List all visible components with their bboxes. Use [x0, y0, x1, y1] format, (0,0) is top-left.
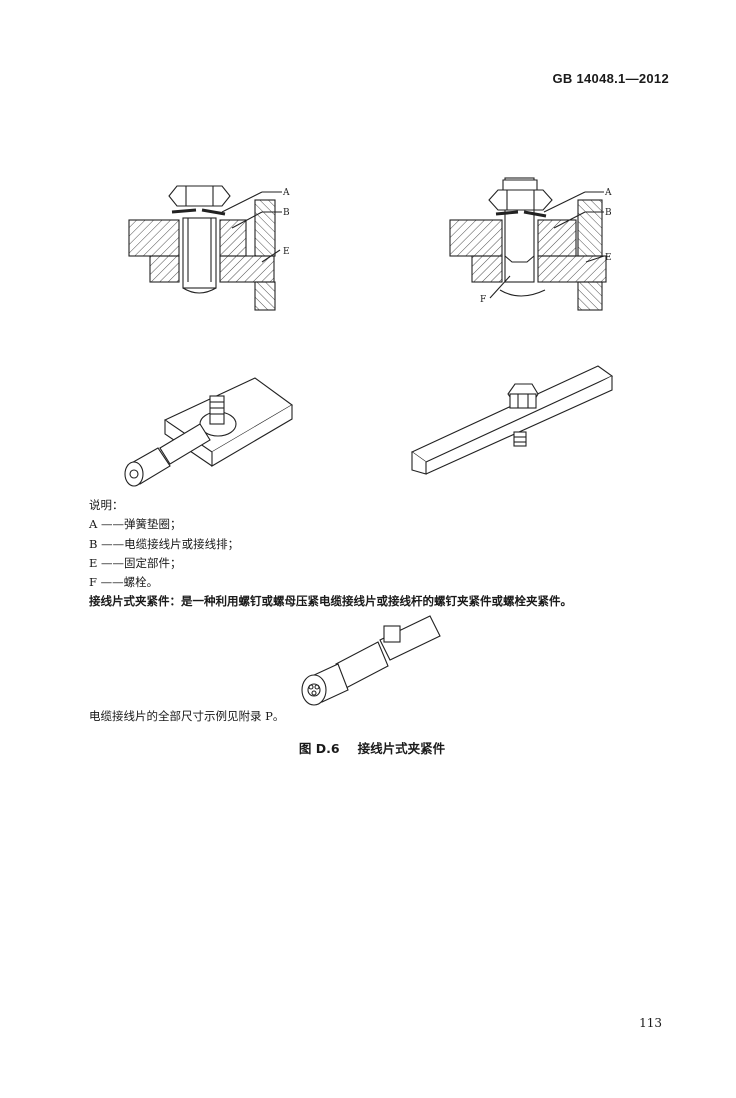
right-perspective-terminal — [410, 365, 614, 475]
figure-title: 接线片式夹紧件 — [357, 741, 446, 756]
figure-number: 图 D.6 — [298, 741, 340, 756]
legend-definition: 接线片式夹紧件：是一种利用螺钉或螺母压紧电缆接线片或接线杆的螺钉夹紧件或螺栓夹紧… — [89, 594, 572, 609]
legend-title: 说明： — [89, 498, 124, 512]
legend: 说明： A ——弹簧垫圈； B ——电缆接线片或接线排； E ——固定部件； F… — [89, 496, 572, 612]
right-cross-section — [449, 177, 607, 311]
figure-drawings: A B E A B E F — [124, 177, 614, 706]
left-label-a: A — [282, 188, 290, 198]
legend-item-a: A ——弹簧垫圈； — [89, 517, 182, 532]
left-label-e: E — [283, 247, 290, 257]
cable-lug-illustration — [301, 615, 441, 706]
right-label-b: B — [605, 208, 612, 218]
standard-code: GB 14048.1—2012 — [552, 71, 669, 86]
appendix-note: 电缆接线片的全部尺寸示例见附录 P。 — [89, 709, 285, 723]
figure-caption: 图 D.6 接线片式夹紧件 — [0, 738, 736, 757]
left-label-b: B — [283, 208, 290, 218]
left-cross-section — [128, 185, 282, 311]
left-perspective-terminal — [124, 377, 294, 487]
legend-item-f: F ——螺栓。 — [89, 575, 159, 590]
right-label-a: A — [604, 188, 612, 198]
right-label-e: E — [605, 253, 612, 263]
right-label-f: F — [480, 295, 486, 305]
legend-item-b: B ——电缆接线片或接线排； — [89, 536, 240, 551]
page-number: 113 — [639, 1016, 662, 1030]
legend-item-e: E ——固定部件； — [89, 555, 182, 570]
